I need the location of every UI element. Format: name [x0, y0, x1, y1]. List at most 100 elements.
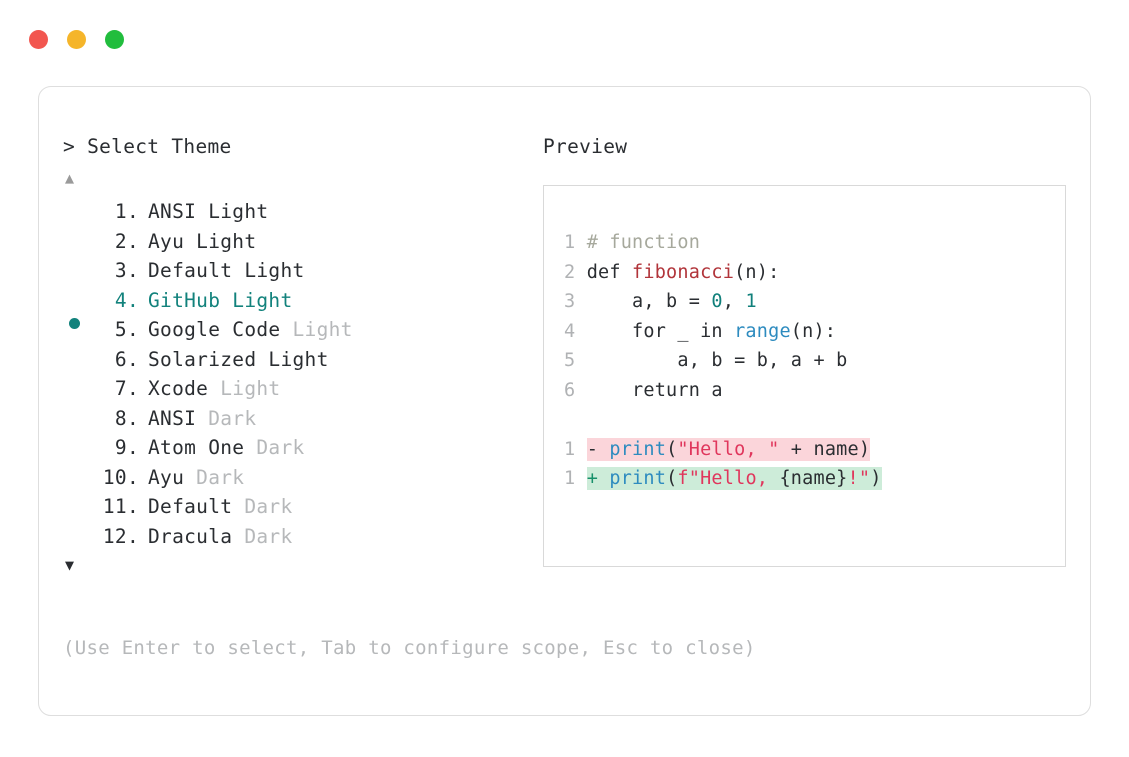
- theme-list-item[interactable]: 12. Dracula Dark: [63, 522, 533, 552]
- code-token: range: [734, 320, 791, 342]
- minimize-window-button[interactable]: [67, 30, 86, 49]
- code-token: return a: [586, 379, 723, 401]
- theme-item-variant: Light: [220, 377, 281, 400]
- code-line: 5 a, b = b, a + b: [564, 346, 1065, 376]
- theme-item-space: [232, 256, 244, 286]
- theme-item-space: [232, 522, 244, 552]
- code-token: {name}: [779, 468, 848, 489]
- code-token: 0: [711, 291, 723, 312]
- code-spacer: [564, 405, 1065, 435]
- theme-list-item[interactable]: 5.Google Code Light: [63, 315, 533, 345]
- select-theme-prompt: > Select Theme: [63, 135, 232, 158]
- theme-item-variant: Light: [244, 259, 305, 282]
- theme-item-name: GitHub: [148, 288, 221, 312]
- code-token: fibonacci: [632, 261, 735, 283]
- theme-item-number: 4.: [114, 288, 139, 312]
- theme-item-number: 11.: [102, 495, 139, 518]
- theme-item-name: ANSI: [148, 406, 197, 430]
- theme-item-variant: Light: [268, 347, 329, 371]
- code-token: print: [609, 468, 667, 489]
- theme-item-name: Solarized: [148, 347, 257, 371]
- theme-item-number: 3.: [114, 259, 139, 282]
- theme-item-number: 7.: [114, 377, 139, 400]
- theme-item-variant: Dark: [244, 524, 293, 548]
- theme-item-space: [280, 315, 292, 345]
- theme-item-name: Ayu: [148, 465, 185, 489]
- theme-item-variant: Light: [232, 288, 293, 312]
- code-token: a, b =: [586, 291, 712, 312]
- theme-item-space: [232, 492, 244, 522]
- code-line: 2 def fibonacci(n):: [564, 258, 1065, 288]
- theme-list-item[interactable]: 9. Atom One Dark: [63, 433, 533, 463]
- code-line: 1 # function: [564, 228, 1065, 258]
- code-token: (n):: [734, 261, 780, 283]
- scroll-up-icon[interactable]: ▲: [65, 169, 75, 187]
- theme-item-variant: Dark: [196, 465, 245, 489]
- theme-item-name: Xcode: [148, 377, 209, 400]
- theme-list-item[interactable]: 3. Default Light: [63, 256, 533, 286]
- theme-item-number: 9.: [114, 436, 139, 459]
- theme-list-item[interactable]: 2.Ayu Light: [63, 227, 533, 257]
- code-token: !": [847, 468, 871, 489]
- theme-item-number: 10.: [102, 465, 139, 489]
- code-token: + name): [779, 438, 871, 460]
- code-line: 3 a, b = 0, 1: [564, 287, 1065, 317]
- theme-item-name: Google Code: [148, 318, 281, 341]
- theme-list-item[interactable]: 8.ANSI Dark: [63, 404, 533, 434]
- code-token: # function: [586, 232, 701, 253]
- maximize-window-button[interactable]: [105, 30, 124, 49]
- close-window-button[interactable]: [29, 30, 48, 49]
- theme-item-variant: Dark: [244, 495, 293, 518]
- diff-line: 1 - print("Hello, " + name): [564, 435, 1065, 465]
- scroll-down-icon[interactable]: ▼: [65, 556, 75, 574]
- preview-heading: Preview: [543, 135, 628, 158]
- theme-list-item[interactable]: 6.Solarized Light: [63, 345, 533, 375]
- theme-item-space: [184, 463, 196, 493]
- theme-item-number: 12.: [102, 524, 139, 548]
- theme-list-item[interactable]: 7. Xcode Light: [63, 374, 533, 404]
- theme-item-name: Dracula: [148, 524, 233, 548]
- theme-item-space: [196, 404, 208, 434]
- code-token: 1: [745, 291, 757, 312]
- line-number: 2: [564, 261, 587, 283]
- line-number: 1: [564, 468, 587, 489]
- window-traffic-lights: [29, 30, 124, 49]
- theme-list-item[interactable]: 4. GitHub Light: [63, 286, 533, 329]
- theme-item-variant: Dark: [256, 436, 305, 459]
- line-number: 1: [564, 438, 587, 460]
- theme-item-space: [184, 227, 196, 257]
- theme-item-name: Ayu: [148, 229, 185, 253]
- theme-item-name: Default: [148, 259, 233, 282]
- code-token: print: [609, 438, 667, 460]
- theme-item-name: ANSI: [148, 200, 197, 223]
- theme-item-name: Atom One: [148, 436, 245, 459]
- code-token: ): [870, 468, 882, 489]
- theme-item-space: [208, 374, 220, 404]
- theme-item-space: [256, 345, 268, 375]
- diff-line: 1 + print(f"Hello, {name}!"): [564, 464, 1065, 494]
- selection-dot-icon: [69, 317, 80, 329]
- diff-marker: -: [586, 438, 610, 460]
- theme-item-name: Default: [148, 495, 233, 518]
- theme-list-item[interactable]: 1.ANSI Light: [63, 197, 533, 227]
- code-line: 4 for _ in range(n):: [564, 317, 1065, 347]
- code-token: (n):: [790, 320, 837, 342]
- theme-list-item[interactable]: 10. Ayu Dark: [63, 463, 533, 493]
- diff-highlight: - print("Hello, " + name): [586, 437, 871, 461]
- code-token: f"Hello,: [677, 468, 780, 489]
- keyboard-help-text: (Use Enter to select, Tab to configure s…: [63, 637, 756, 659]
- theme-item-space: [196, 197, 208, 227]
- theme-list-item[interactable]: 11. Default Dark: [63, 492, 533, 522]
- code-token: (: [666, 438, 678, 460]
- code-token: def: [586, 261, 633, 283]
- theme-item-number: 2.: [114, 229, 139, 253]
- line-number: 4: [564, 320, 587, 342]
- line-number: 3: [564, 291, 587, 312]
- diff-highlight: + print(f"Hello, {name}!"): [586, 467, 882, 490]
